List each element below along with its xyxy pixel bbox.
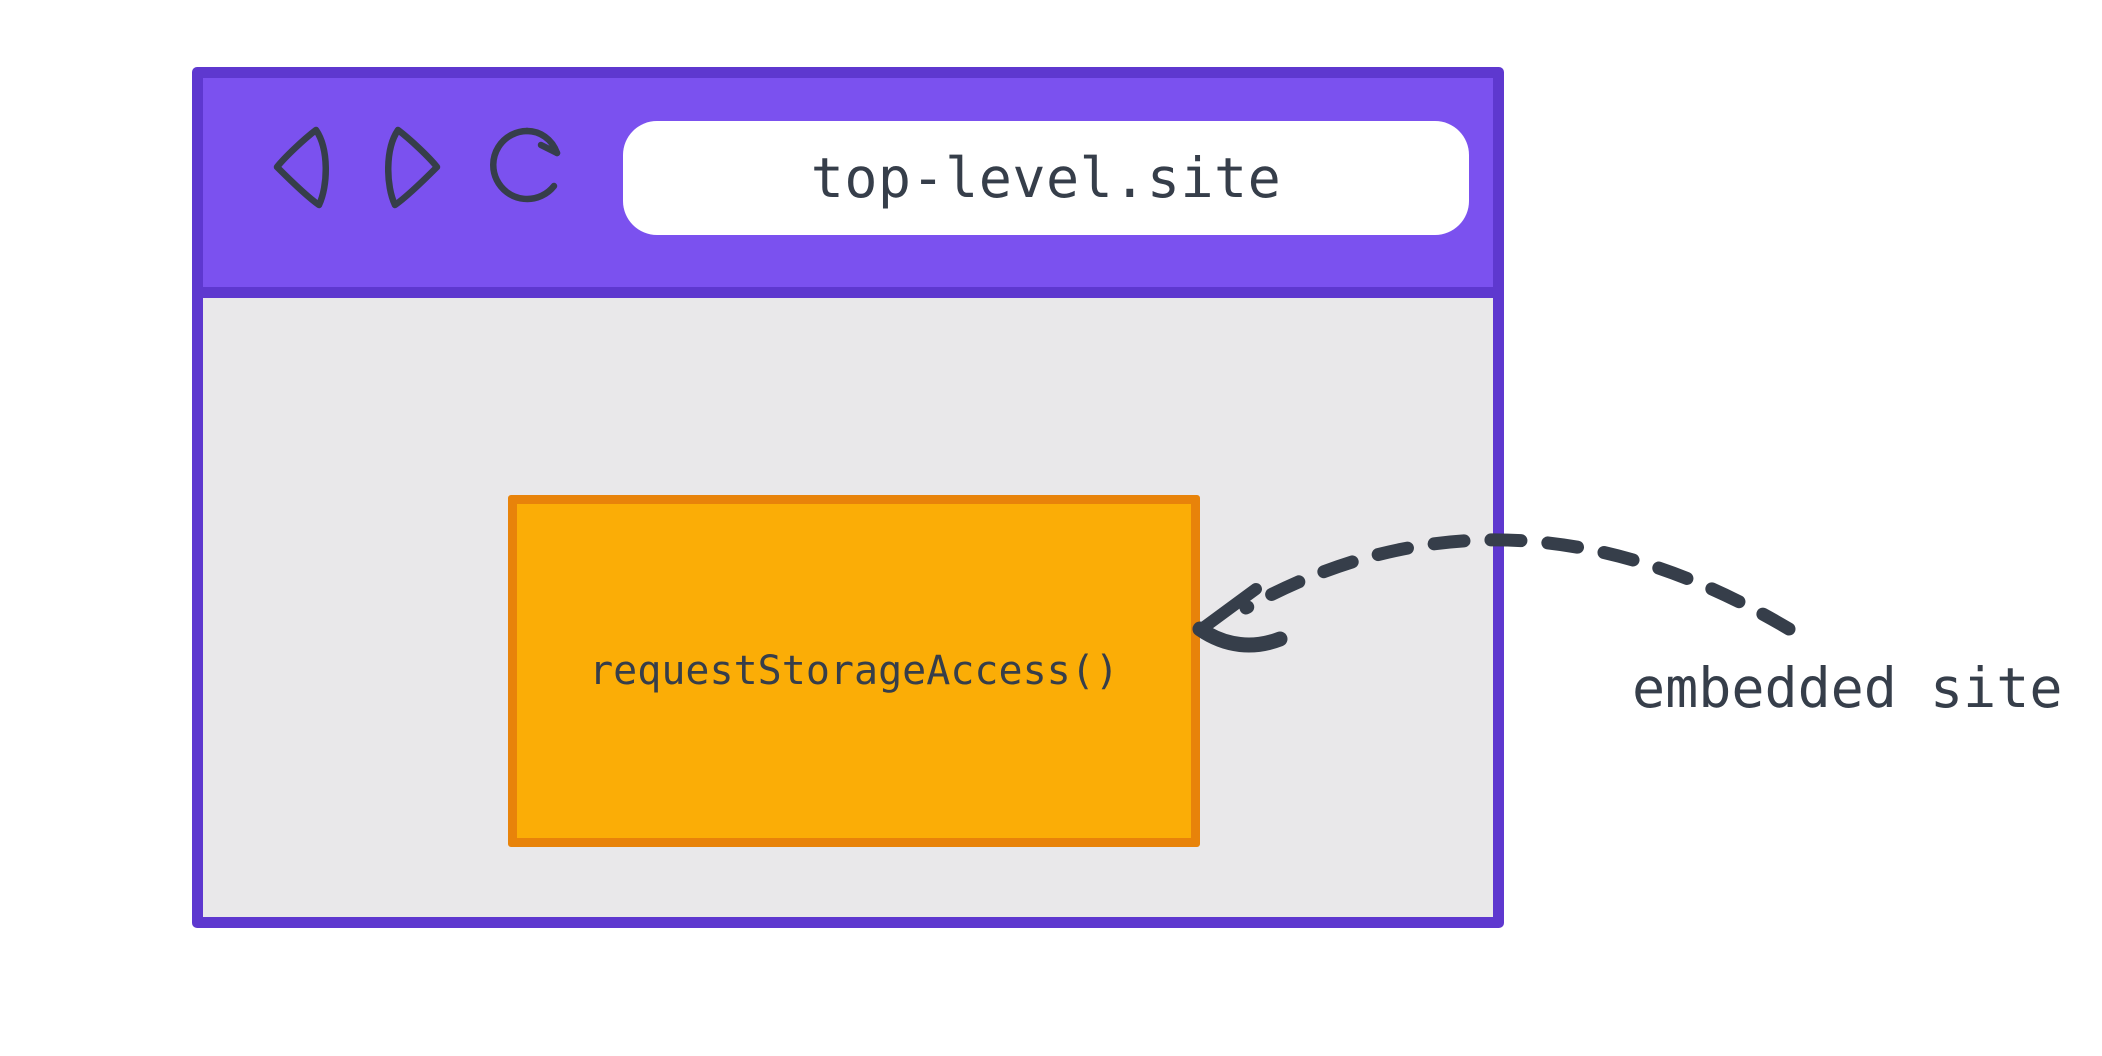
browser-window: top-level.site requestStorageAccess() (192, 67, 1504, 928)
address-bar[interactable]: top-level.site (623, 121, 1469, 235)
back-icon[interactable] (273, 126, 331, 210)
browser-toolbar: top-level.site (203, 78, 1493, 298)
forward-icon[interactable] (385, 126, 443, 210)
reload-icon[interactable] (487, 122, 573, 214)
browser-viewport: requestStorageAccess() (203, 298, 1493, 917)
embedded-frame-label: requestStorageAccess() (589, 648, 1119, 694)
address-bar-url: top-level.site (810, 146, 1282, 210)
embedded-site-label: embedded site (1632, 656, 2063, 720)
embedded-frame[interactable]: requestStorageAccess() (508, 495, 1200, 847)
